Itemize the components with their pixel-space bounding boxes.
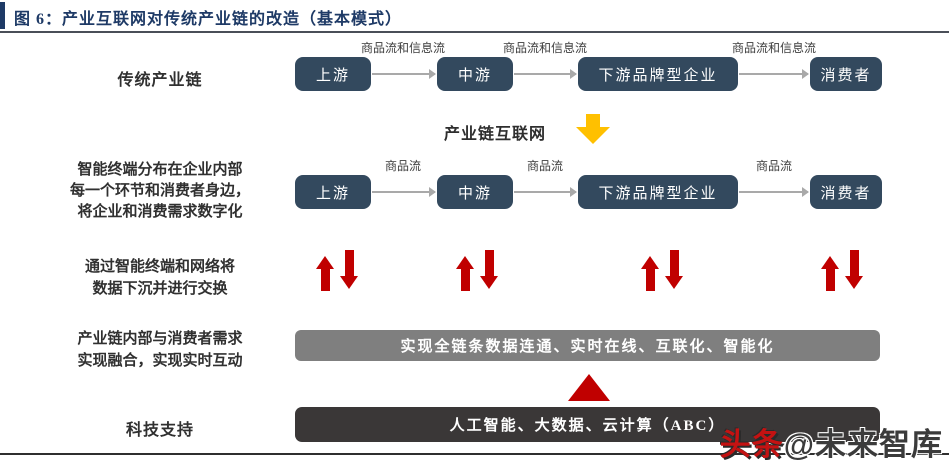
chain-box-consumer: 消费者 [810,175,882,209]
title-accent-bar [0,2,5,29]
up-down-arrows-icon [313,250,361,298]
flow-arrow-icon [514,69,577,79]
down-arrow-icon [576,114,610,144]
up-down-arrows-icon [453,250,501,298]
flow-label: 商品流 [526,159,563,173]
label-tech-support: 科技支持 [125,422,194,439]
chain-box-downstream-brand: 下游品牌型企业 [578,57,738,91]
title-divider [0,31,949,33]
result-bar-data-connectivity: 实现全链条数据连通、实时在线、互联化、智能化 [295,330,880,361]
chain-box-consumer: 消费者 [810,57,882,91]
bottom-divider [0,453,949,455]
flow-label: 商品流 [384,159,421,173]
flow-label: 商品流和信息流 [360,41,445,55]
label-chain-internet: 产业链互联网 [443,126,546,143]
up-triangle-icon [568,374,610,401]
chain-box-upstream: 上游 [295,57,371,91]
label-smart-terminals: 智能终端分布在企业内部 每一个环节和消费者身边， 将企业和消费需求数字化 [69,162,250,220]
label-data-exchange: 通过智能终端和网络将 数据下沉并进行交换 [84,259,235,297]
label-fusion: 产业链内部与消费者需求 实现融合，实现实时互动 [77,331,243,369]
figure-title: 图 6：产业互联网对传统产业链的改造（基本模式） [14,11,403,28]
chain-box-midstream: 中游 [437,57,513,91]
flow-arrow-icon [372,69,436,79]
label-traditional-chain: 传统产业链 [117,72,203,89]
watermark-suffix: @未来智库 [783,427,943,462]
up-down-arrows-icon [818,250,866,298]
chain-box-upstream: 上游 [295,175,371,209]
chain-box-midstream: 中游 [437,175,513,209]
flow-arrow-icon [372,187,436,197]
chain-box-downstream-brand: 下游品牌型企业 [578,175,738,209]
flow-arrow-icon [739,187,809,197]
flow-arrow-icon [739,69,809,79]
flow-label: 商品流 [755,159,792,173]
flow-label: 商品流和信息流 [731,41,816,55]
flow-label: 商品流和信息流 [502,41,587,55]
watermark-prefix: 头条 [719,427,784,462]
watermark: 头条@未来智库 [720,419,943,464]
flow-arrow-icon [514,187,577,197]
tech-bar-abc: 人工智能、大数据、云计算（ABC） [295,407,880,442]
up-down-arrows-icon [638,250,686,298]
